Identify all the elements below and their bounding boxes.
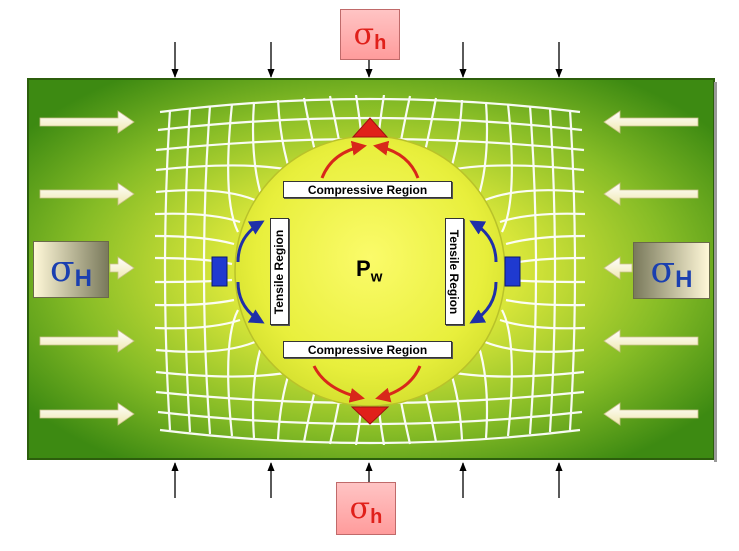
tensile-region-left-text: Tensile Region	[272, 229, 287, 314]
compressive-region-top-text: Compressive Region	[307, 182, 428, 197]
wellbore-pressure-label: Pw	[356, 256, 382, 285]
red-curve-arrow-top-left	[320, 140, 367, 179]
sigma-symbol: σ	[349, 490, 371, 526]
top-tension-marker	[351, 117, 389, 138]
pw-symbol: P	[356, 256, 371, 281]
red-curve-arrow-bottom-right	[375, 365, 422, 403]
blue-curve-arrow-right-up	[469, 220, 498, 263]
blue-curve-arrow-left-down	[236, 281, 265, 324]
compressive-region-bottom-text: Compressive Region	[307, 342, 428, 357]
tensile-region-right-text: Tensile Region	[447, 229, 462, 314]
blue-curve-arrow-left-up	[236, 220, 265, 263]
sigma-subscript: H	[675, 265, 693, 293]
tensile-region-left-label: Tensile Region	[270, 218, 289, 325]
compressive-region-top-label: Compressive Region	[283, 181, 452, 198]
pw-subscript: w	[370, 268, 383, 286]
top-load-arrows	[171, 42, 563, 78]
compressive-region-bottom-label: Compressive Region	[283, 341, 452, 358]
sigma-subscript: h	[370, 505, 383, 528]
bottom-load-arrows	[171, 462, 563, 498]
sigma-subscript: H	[74, 264, 92, 292]
sigma-symbol: σ	[353, 16, 375, 52]
right-push-arrows	[603, 110, 699, 426]
red-curve-arrow-top-right	[373, 140, 420, 179]
bottom-tension-marker	[350, 406, 390, 425]
right-breakout-marker	[504, 256, 521, 287]
blue-curve-arrow-right-down	[469, 281, 498, 324]
left-breakout-marker	[211, 256, 228, 287]
sigma-subscript: h	[374, 31, 387, 54]
tensile-region-right-label: Tensile Region	[445, 218, 464, 325]
rock-slab-shadow	[714, 82, 717, 462]
sigma-symbol: σ	[50, 248, 75, 290]
red-curve-arrow-bottom-left	[312, 365, 365, 403]
left-push-arrows	[39, 110, 135, 426]
sigma-symbol: σ	[650, 249, 676, 291]
